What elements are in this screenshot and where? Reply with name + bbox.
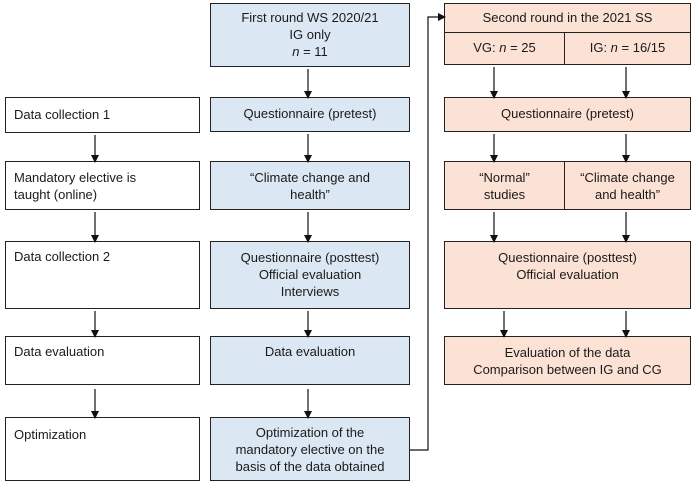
normal-studies-line-1: “Normal” (479, 170, 530, 185)
pretest-label: Questionnaire (pretest) (501, 106, 634, 121)
pretest-label: Questionnaire (pretest) (243, 106, 377, 121)
n-symbol: n (610, 40, 618, 55)
posttest-line-2: Official evaluation (258, 267, 362, 282)
step-label: Optimization (14, 427, 87, 442)
ig-prefix: IG: (589, 40, 611, 55)
data-evaluation-box-first-round: Data evaluation (210, 336, 410, 385)
climate-course-line-1: “Climate change (580, 170, 675, 185)
ig-sample-size: IG: n = 16/15 (590, 39, 666, 56)
pretest-box-second-round: Questionnaire (pretest) (444, 97, 691, 132)
vg-value: = 25 (506, 40, 536, 55)
first-round-group: IG only (289, 27, 331, 42)
evaluation-comparison-box: Evaluation of the data Comparison betwee… (444, 336, 691, 385)
n-value: = 11 (299, 44, 328, 59)
posttest-line-3: Interviews (280, 284, 340, 299)
evaluation-line-1: Evaluation of the data (504, 345, 631, 360)
posttest-line-1: Questionnaire (posttest) (498, 250, 637, 265)
evaluation-line-2: Comparison between IG and CG (473, 362, 662, 377)
climate-course-box-second-round: “Climate change and health” (564, 161, 691, 210)
n-symbol: n (292, 44, 300, 59)
optimization-box: Optimization of the mandatory elective o… (210, 417, 410, 481)
step-label-line-2: taught (online) (14, 187, 98, 202)
posttest-box-second-round: Questionnaire (posttest) Official evalua… (444, 241, 691, 309)
step-label-line-1: Mandatory elective is (14, 170, 137, 185)
vg-sample-size: VG: n = 25 (473, 39, 536, 56)
second-round-title: Second round in the 2021 SS (482, 10, 653, 25)
climate-course-line-2: and health” (594, 187, 661, 202)
posttest-line-2: Official evaluation (516, 267, 619, 282)
normal-studies-box: “Normal” studies (444, 161, 565, 210)
posttest-box-first-round: Questionnaire (posttest) Official evalua… (210, 241, 410, 309)
vg-prefix: VG: (473, 40, 500, 55)
n-symbol: n (499, 40, 507, 55)
posttest-line-1: Questionnaire (posttest) (240, 250, 380, 265)
optimization-line-3: basis of the data obtained (235, 459, 385, 474)
step-mandatory-elective: Mandatory elective is taught (online) (5, 161, 200, 210)
data-evaluation-label: Data evaluation (264, 344, 356, 359)
course-label-line-1: “Climate change and (250, 170, 370, 185)
optimization-line-1: Optimization of the (255, 425, 365, 440)
step-label: Data evaluation (14, 344, 105, 359)
course-label-line-2: health” (290, 187, 330, 202)
arrow-connector-to-second-round (410, 13, 446, 451)
pretest-box-first-round: Questionnaire (pretest) (210, 97, 410, 132)
step-data-collection-1: Data collection 1 (5, 97, 200, 133)
ig-sample-box: IG: n = 16/15 (564, 32, 691, 65)
vg-sample-box: VG: n = 25 (444, 32, 565, 65)
first-round-title: First round WS 2020/21 (241, 10, 379, 25)
ig-value: = 16/15 (617, 40, 666, 55)
first-round-box: First round WS 2020/21 IG only n = 11 (210, 3, 410, 67)
normal-studies-line-2: studies (483, 187, 526, 202)
optimization-line-2: mandatory elective on the (235, 442, 385, 457)
step-optimization: Optimization (5, 417, 200, 481)
step-data-collection-2: Data collection 2 (5, 241, 200, 309)
step-label: Data collection 1 (14, 107, 111, 122)
first-round-sample-size: n = 11 (292, 43, 328, 60)
step-data-evaluation: Data evaluation (5, 336, 200, 385)
step-label: Data collection 2 (14, 249, 111, 264)
